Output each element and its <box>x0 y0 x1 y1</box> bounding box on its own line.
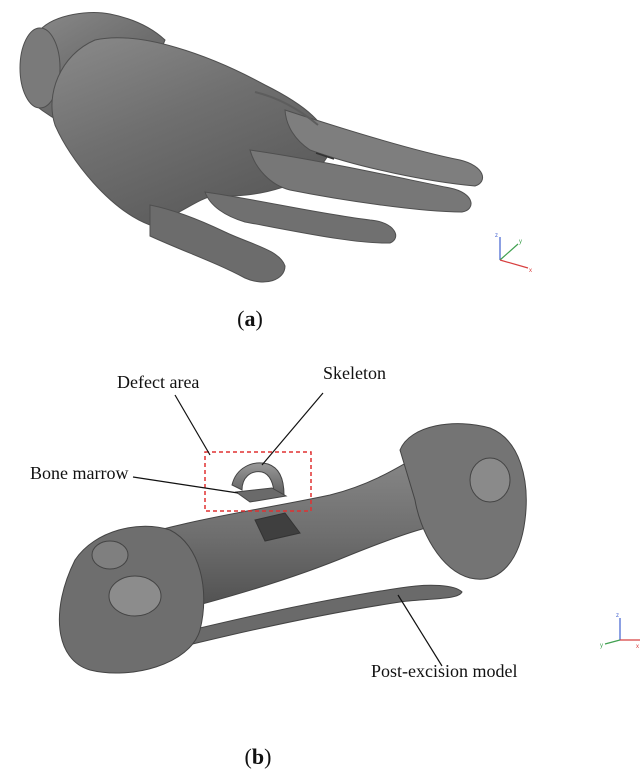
axis-y-line <box>605 640 620 644</box>
label-defect-area: Defect area <box>117 372 199 392</box>
label-bone-marrow: Bone marrow <box>30 463 128 483</box>
axis-y-line <box>500 244 518 260</box>
panel-label-a: (a) <box>237 306 263 331</box>
bone-right-condyle <box>470 458 510 502</box>
label-skeleton: Skeleton <box>323 363 386 383</box>
bone-left-knob <box>92 541 128 569</box>
bone-right-end <box>400 424 526 580</box>
axis-x-label: x <box>636 644 639 650</box>
label-post-excision-model: Post-excision model <box>371 661 518 681</box>
leader-post-excision <box>398 595 442 666</box>
defect-pieces <box>232 463 286 502</box>
axis-x-line <box>500 260 528 268</box>
axis-triad-bottom: z y x <box>600 613 640 650</box>
bone-left-condyle <box>109 576 161 616</box>
axis-triad-top: z y x <box>495 233 532 274</box>
leader-defect-area <box>175 395 210 455</box>
bone-model <box>59 424 526 673</box>
axis-z-label: z <box>616 613 619 619</box>
axis-y-label: y <box>600 643 603 649</box>
panel-label-b: (b) <box>245 744 272 769</box>
leader-skeleton <box>262 393 323 465</box>
hand-palm <box>52 38 330 225</box>
axis-z-label: z <box>495 233 498 239</box>
leader-bone-marrow <box>133 477 238 493</box>
axis-y-label: y <box>519 239 522 245</box>
axis-x-label: x <box>529 268 532 274</box>
hand-model <box>20 13 483 282</box>
